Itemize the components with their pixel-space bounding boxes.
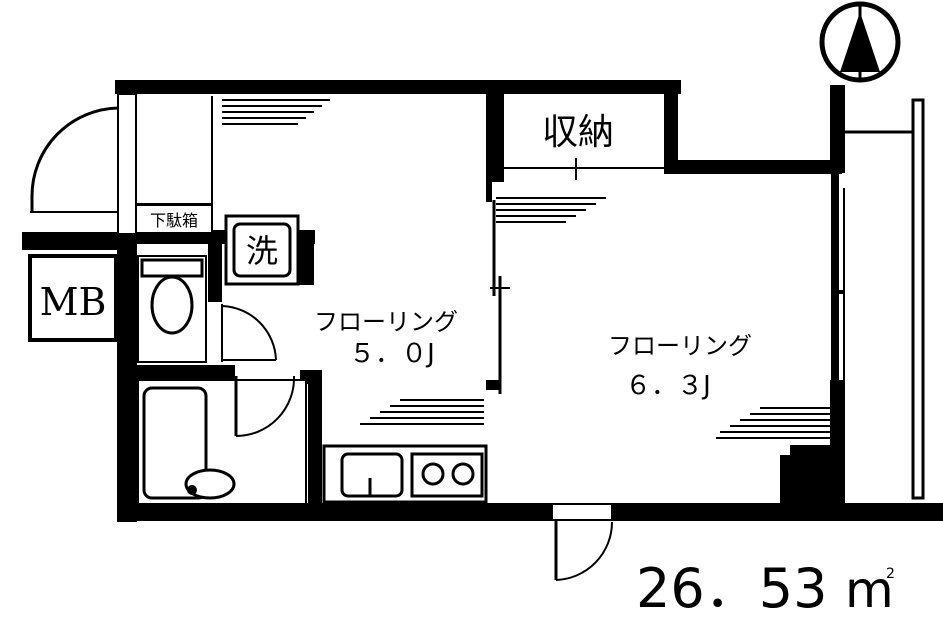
room-left-type: フローリング xyxy=(314,308,458,336)
washer: 洗 xyxy=(224,214,300,286)
room-right-type: フローリング xyxy=(608,332,752,360)
meter-box-label: MB xyxy=(40,280,107,324)
total-area: 26．53 m 2 xyxy=(636,557,895,619)
balcony-window xyxy=(835,188,845,396)
front-door xyxy=(551,503,613,581)
washer-label: 洗 xyxy=(246,232,278,270)
storage-label: 収納 xyxy=(542,112,614,153)
room-left-size: ５．０J xyxy=(349,339,435,369)
total-area-value: 26．53 xyxy=(636,557,827,619)
balcony xyxy=(831,85,925,520)
floor-hatching xyxy=(222,99,830,439)
shoe-cabinet-label: 下駄箱 xyxy=(150,211,198,230)
room-right-size: ６．３J xyxy=(625,371,711,401)
entrance: 下駄箱 xyxy=(30,93,213,235)
walls xyxy=(22,80,943,522)
room-divider xyxy=(490,200,510,394)
meter-box: MB xyxy=(28,254,118,342)
total-area-superscript: 2 xyxy=(886,566,895,582)
kitchen xyxy=(322,444,488,504)
toilet xyxy=(137,255,277,363)
bathroom xyxy=(137,375,307,505)
storage: 収納 xyxy=(504,94,664,180)
total-area-unit: m xyxy=(845,561,894,619)
north-arrow-icon xyxy=(819,1,901,83)
